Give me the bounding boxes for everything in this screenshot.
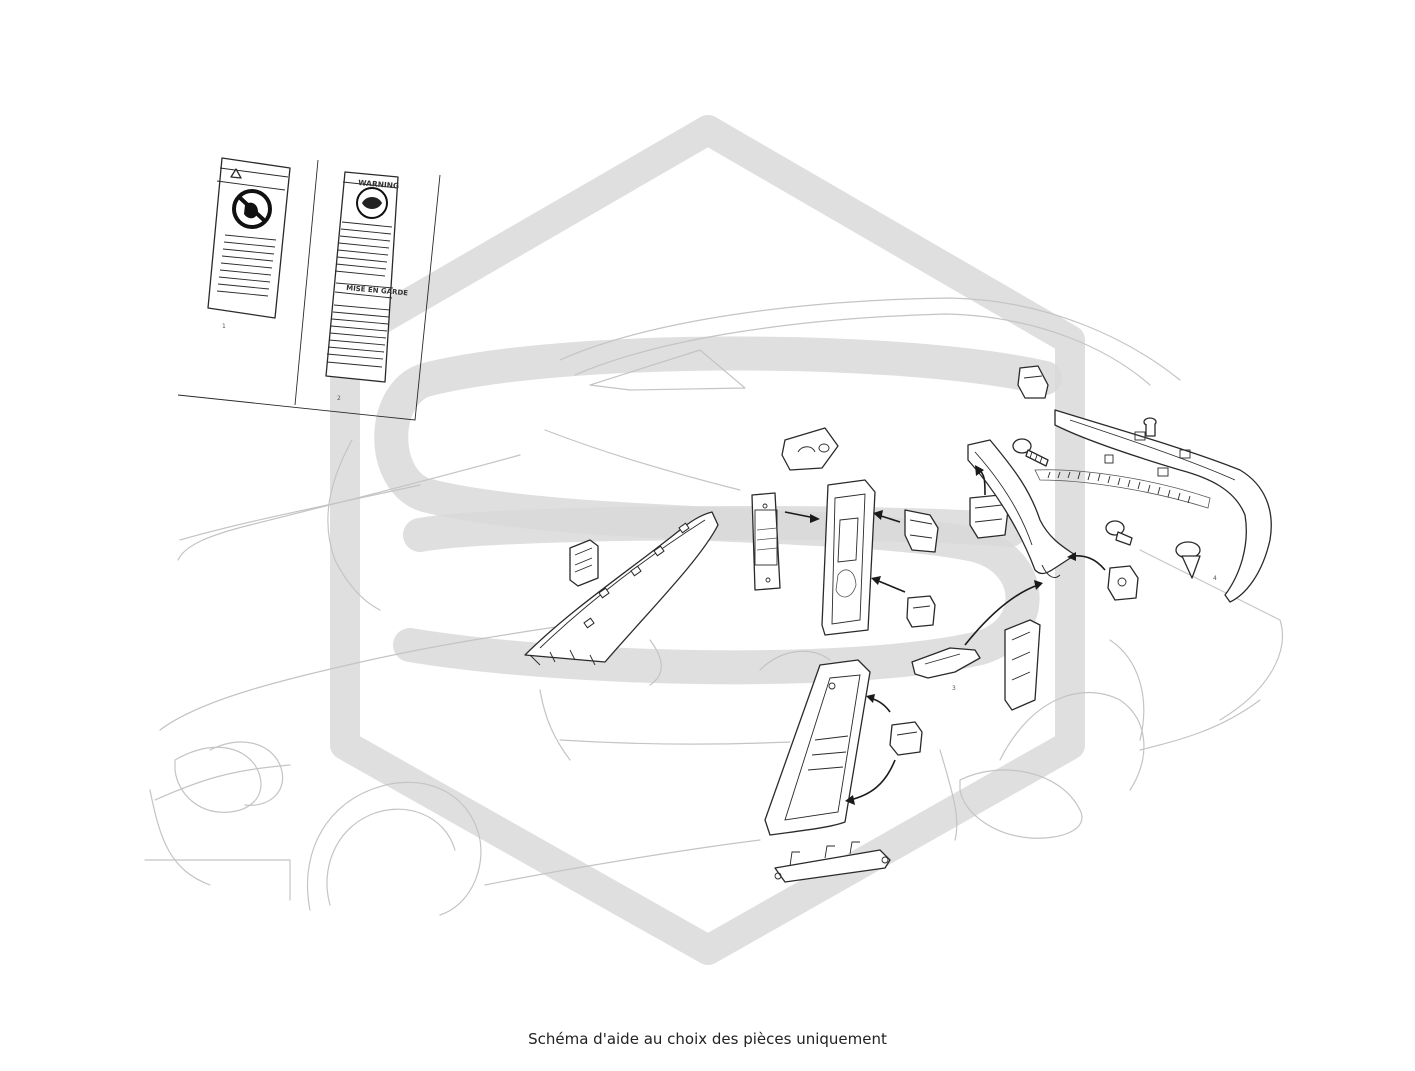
latch-bracket <box>911 647 981 679</box>
svg-text:3: 3 <box>952 685 956 692</box>
a-pillar-trim <box>524 511 719 666</box>
spring-nut <box>1107 565 1139 601</box>
b-pillar-lower-trim <box>764 659 871 836</box>
sill-bracket <box>774 841 891 883</box>
trim-bolt <box>1105 520 1133 546</box>
clip-a-pillar <box>569 539 599 587</box>
b-pillar-upper-trim <box>821 479 876 636</box>
clip-b-pillar-lower <box>906 595 936 628</box>
diagram-caption: Schéma d'aide au choix des pièces unique… <box>528 1030 887 1048</box>
svg-text:2: 2 <box>337 395 341 402</box>
svg-text:1: 1 <box>222 323 226 330</box>
rear-header-trim <box>1034 409 1272 603</box>
clip-b-pillar-right <box>904 509 939 553</box>
screw <box>1012 438 1049 467</box>
warning-triangle-icon <box>230 168 242 179</box>
locator-marks: 1 2 3 4 <box>222 323 1217 692</box>
airbag-label-right: WARNING MISE EN GARDE <box>325 171 409 383</box>
airbag-label-left <box>207 157 291 319</box>
push-pin-clip <box>1143 417 1157 437</box>
upper-bracket <box>781 427 839 471</box>
warning-title: WARNING <box>358 178 400 191</box>
assembly-arrows <box>784 465 1106 805</box>
roof-clip <box>1017 365 1049 399</box>
c-pillar-trim <box>967 439 1076 578</box>
belt-guide-plate <box>751 492 781 591</box>
warning-labels-panel: WARNING MISE EN GARDE <box>177 157 441 421</box>
rivet-clip <box>1175 541 1201 579</box>
svg-text:4: 4 <box>1213 575 1217 582</box>
car-outline <box>144 297 1284 916</box>
clip-b-pillar-bottom <box>889 721 923 756</box>
lower-rail <box>1004 619 1041 711</box>
